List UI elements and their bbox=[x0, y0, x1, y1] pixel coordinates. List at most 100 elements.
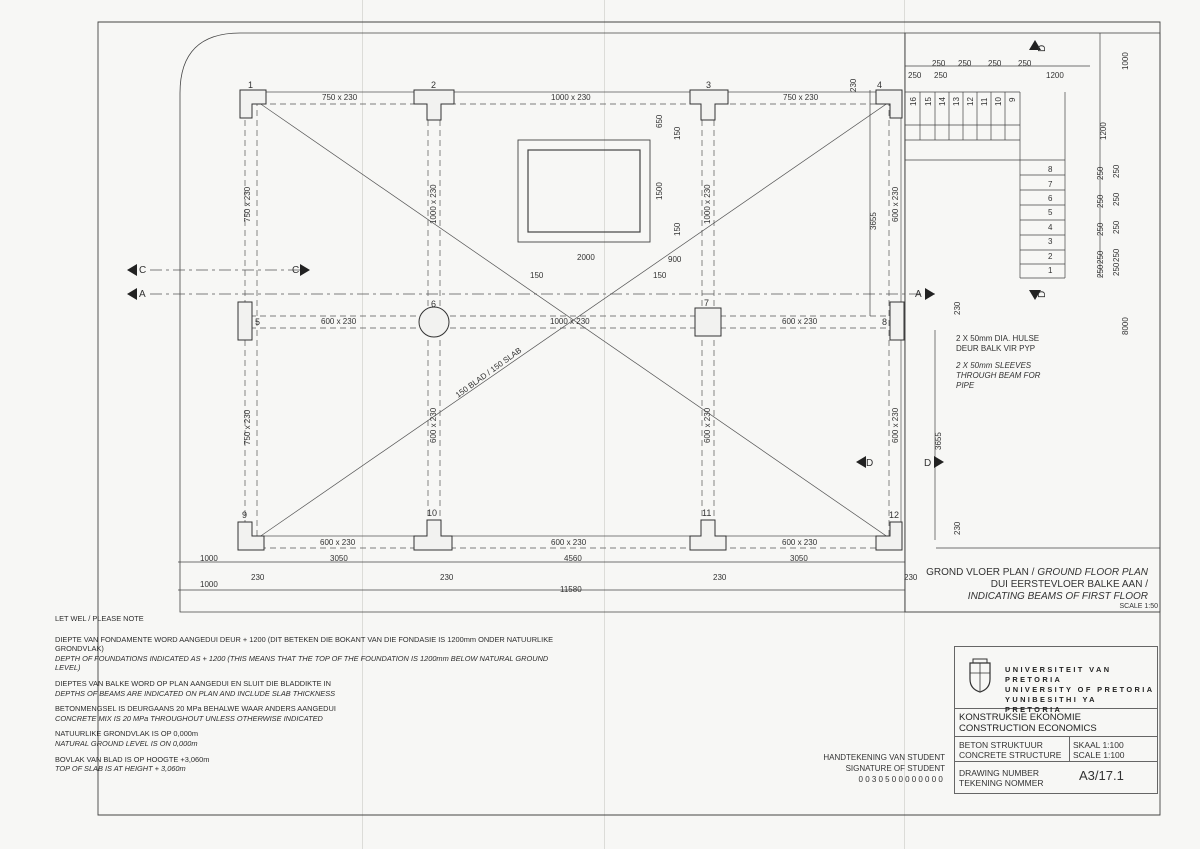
dimension: 3655 bbox=[934, 432, 943, 450]
beam-label: 600 x 230 bbox=[891, 186, 900, 222]
dimension: 11580 bbox=[560, 585, 582, 594]
column-label: 4 bbox=[877, 80, 882, 90]
beam-label: 600 x 230 bbox=[429, 407, 438, 443]
student-number: 0030500000000 bbox=[858, 775, 945, 784]
department: KONSTRUKSIE EKONOMIE CONSTRUCTION ECONOM… bbox=[955, 709, 1157, 737]
note-2: DIEPTES VAN BALKE WORD OP PLAN AANGEDUI … bbox=[55, 678, 336, 698]
column-label: 6 bbox=[431, 299, 436, 309]
column-label: 1 bbox=[248, 80, 253, 90]
crest-icon bbox=[969, 658, 991, 693]
beam-label: 600 x 230 bbox=[782, 317, 818, 326]
stair-dimension: 250 bbox=[932, 59, 946, 68]
note-3: BETONMENGSEL IS DEURGAANS 20 MPa BEHALWE… bbox=[55, 704, 336, 723]
beam-label: 600 x 230 bbox=[551, 538, 587, 547]
column-label: 10 bbox=[427, 508, 437, 518]
stair-dimension: 250 bbox=[1112, 248, 1121, 262]
stair-step: 6 bbox=[1048, 194, 1053, 203]
dimension: 1000 bbox=[200, 580, 218, 589]
beam-label: 600 x 230 bbox=[782, 538, 818, 547]
dimension: 230 bbox=[440, 573, 454, 582]
stair-step: 12 bbox=[966, 97, 975, 106]
stair-dimension: 250 bbox=[1096, 222, 1105, 236]
stair-step: 3 bbox=[1048, 237, 1053, 246]
beam-label: 750 x 230 bbox=[243, 409, 252, 445]
stair-dimension: 250 bbox=[934, 71, 948, 80]
stair-step: 15 bbox=[924, 97, 933, 106]
stair-step: 13 bbox=[952, 97, 961, 106]
beam-label: 1000 x 230 bbox=[550, 317, 590, 326]
notes-header: LET WEL / PLEASE NOTE bbox=[55, 614, 144, 623]
opening-edge: 150 bbox=[673, 126, 682, 140]
opening-edge: 150 bbox=[653, 271, 667, 280]
stair-dimension: 250 bbox=[1112, 220, 1121, 234]
beam-label: 1000 x 230 bbox=[551, 93, 591, 102]
stair-step: 7 bbox=[1048, 180, 1053, 189]
stair-step: 9 bbox=[1008, 97, 1017, 102]
opening-width: 2000 bbox=[577, 253, 595, 262]
signature-label-af: HANDTEKENING VAN STUDENT bbox=[823, 753, 945, 762]
beam-label: 750 x 230 bbox=[243, 186, 252, 222]
dimension: 3655 bbox=[869, 212, 878, 230]
pipe-note: 2 X 50mm DIA. HULSE bbox=[956, 334, 1039, 343]
stair-dimension: 250 bbox=[1096, 166, 1105, 180]
opening-top: 650 bbox=[655, 114, 664, 128]
stair-dimension: 1000 bbox=[1121, 52, 1130, 70]
pipe-note: DEUR BALK VIR PYP bbox=[956, 344, 1035, 353]
section-d-top: D bbox=[1037, 45, 1048, 52]
stair-dimension: 1200 bbox=[1046, 71, 1064, 80]
beam-label: 600 x 230 bbox=[891, 407, 900, 443]
fold-line bbox=[904, 0, 905, 849]
section-d-right: D bbox=[924, 458, 931, 469]
column-label: 2 bbox=[431, 80, 436, 90]
stair-step: 16 bbox=[909, 97, 918, 106]
dimension: 3050 bbox=[790, 554, 808, 563]
stair-dimension: 250 bbox=[1096, 250, 1105, 264]
stair-dimension: 1200 bbox=[1099, 122, 1108, 140]
stair-dimension: 250 bbox=[1018, 59, 1032, 68]
opening-edge: 150 bbox=[530, 271, 544, 280]
dimension: 230 bbox=[251, 573, 265, 582]
stair-dimension: 250 bbox=[1112, 262, 1121, 276]
stair-dimension: 250 bbox=[1112, 192, 1121, 206]
university-header: UNIVERSITEIT VAN PRETORIA UNIVERSITY OF … bbox=[955, 647, 1157, 714]
section-d-bottom: D bbox=[1037, 291, 1048, 298]
dimension: 230 bbox=[713, 573, 727, 582]
dimension: 230 bbox=[953, 301, 962, 315]
fold-line bbox=[362, 0, 363, 849]
dimension: 230 bbox=[904, 573, 918, 582]
section-c-left: C bbox=[139, 265, 146, 276]
university-name: UNIVERSITEIT VAN PRETORIA UNIVERSITY OF … bbox=[1005, 665, 1155, 714]
stair-dimension: 8000 bbox=[1121, 317, 1130, 335]
opening-height: 1500 bbox=[655, 182, 664, 200]
dimension: 1000 bbox=[200, 554, 218, 563]
stair-step: 5 bbox=[1048, 208, 1053, 217]
stair-step: 2 bbox=[1048, 252, 1053, 261]
beam-label: 600 x 230 bbox=[321, 317, 357, 326]
signature-label-en: SIGNATURE OF STUDENT bbox=[845, 764, 945, 773]
stair-dimension: 250 bbox=[958, 59, 972, 68]
stair-step: 1 bbox=[1048, 266, 1053, 275]
stair-dimension: 250 bbox=[1096, 194, 1105, 208]
signature-block: HANDTEKENING VAN STUDENT SIGNATURE OF ST… bbox=[790, 752, 945, 785]
beam-label: 750 x 230 bbox=[783, 93, 819, 102]
column-label: 11 bbox=[702, 508, 711, 518]
stair-dimension: 250 bbox=[988, 59, 1002, 68]
stair-dimension: 250 bbox=[1112, 164, 1121, 178]
stair-step: 14 bbox=[938, 97, 947, 106]
slab-label: 150 BLAD / 150 SLAB bbox=[454, 346, 523, 400]
column-label: 5 bbox=[255, 317, 260, 327]
pipe-note: 2 X 50mm SLEEVES bbox=[955, 361, 1032, 370]
stair-step: 4 bbox=[1048, 223, 1053, 232]
pipe-note: THROUGH BEAM FOR bbox=[956, 371, 1041, 380]
dimension: 4560 bbox=[564, 554, 582, 563]
beam-label: 750 x 230 bbox=[322, 93, 358, 102]
beam-label: 1000 x 230 bbox=[429, 184, 438, 224]
dimension: 3050 bbox=[330, 554, 348, 563]
